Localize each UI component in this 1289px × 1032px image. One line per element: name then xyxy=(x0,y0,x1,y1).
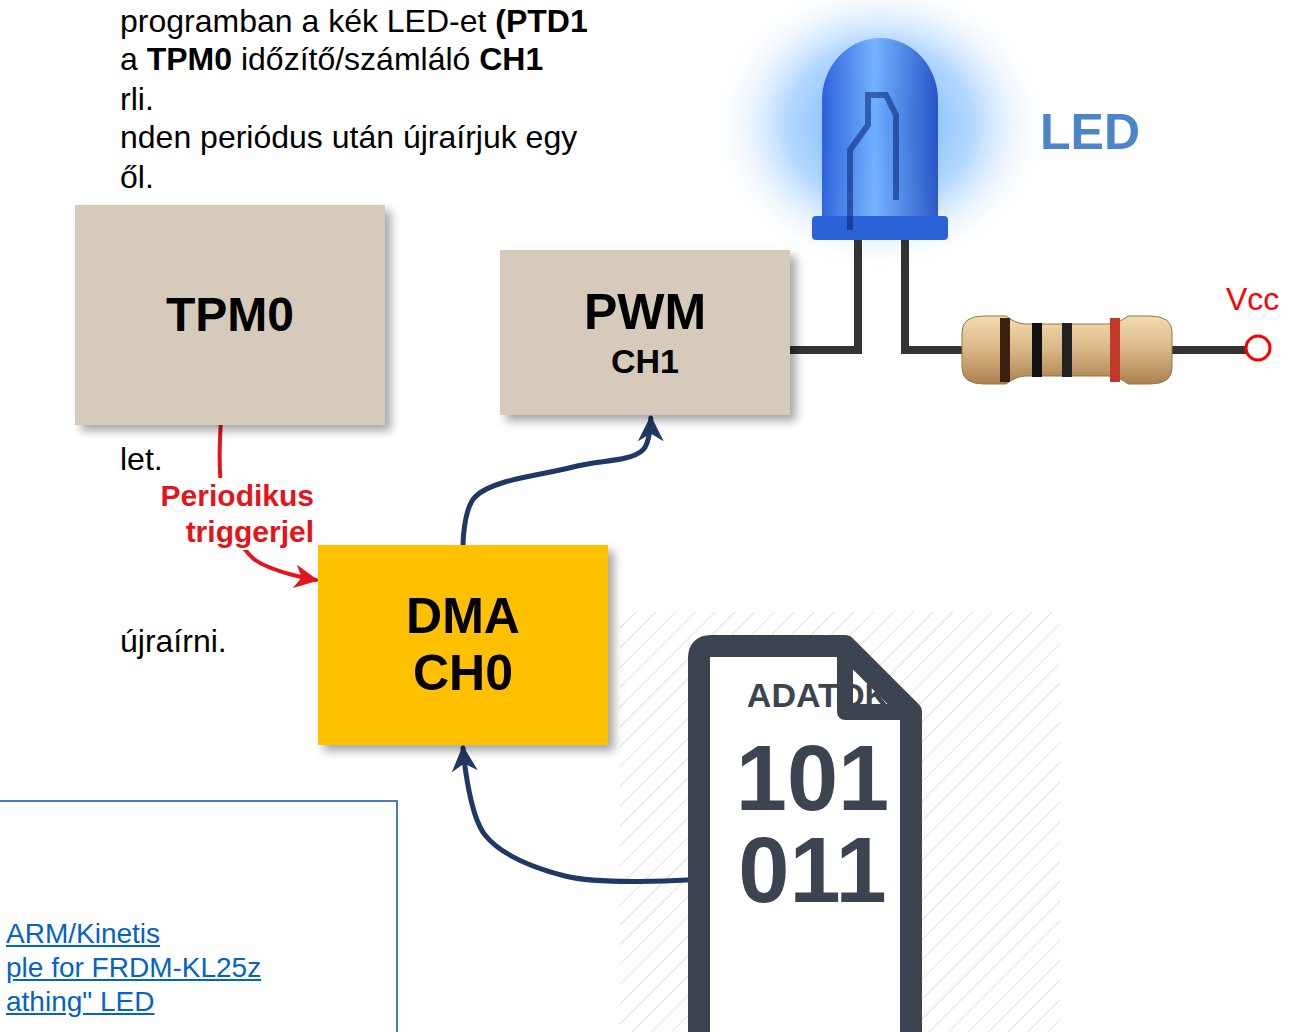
led-wire xyxy=(790,238,858,350)
slide-text: programban a kék LED-et (PTD1 xyxy=(120,2,588,40)
vcc-label: Vcc xyxy=(1226,280,1279,318)
led-symbol xyxy=(812,38,948,240)
slide-text: ől. xyxy=(120,158,154,196)
vcc-terminal xyxy=(1246,336,1270,360)
edge-label: Periodikus triggerjel xyxy=(122,478,316,550)
pwm-box: PWMCH1 xyxy=(500,250,790,415)
slide-text: nden periódus után újraírjuk egy xyxy=(120,118,577,156)
slide-text: rli. xyxy=(120,80,154,118)
led-glow xyxy=(710,0,1050,275)
data-flow-arrow xyxy=(463,418,651,545)
timer-box: TPM0 xyxy=(75,205,385,425)
box-label: DMA xyxy=(406,588,520,646)
box-label: CH0 xyxy=(413,645,513,703)
link-text: ple for FRDM-KL25z xyxy=(6,952,261,984)
slide-text: a TPM0 időzítő/számláló CH1 xyxy=(120,40,543,78)
link-text: athing" LED xyxy=(6,986,154,1018)
document-text: 101 011 xyxy=(725,732,900,916)
box-label: PWM xyxy=(584,284,706,342)
slide-text: let. xyxy=(120,440,163,478)
data-flow-arrow xyxy=(463,748,687,881)
box-label: CH1 xyxy=(611,342,679,381)
box-label: TPM0 xyxy=(166,287,294,342)
led-label: LED xyxy=(1040,102,1140,162)
link-box: ARM/Kinetisple for FRDM-KL25zathing" LED xyxy=(0,800,398,1032)
dma-box: DMACH0 xyxy=(318,545,608,745)
link-text: ARM/Kinetis xyxy=(6,918,160,950)
slide-text: újraírni. xyxy=(120,622,227,660)
resistor-symbol xyxy=(962,316,1172,384)
document-text: ADATOK xyxy=(733,676,903,715)
data-document: ADATOK 101 011 xyxy=(685,632,925,1032)
